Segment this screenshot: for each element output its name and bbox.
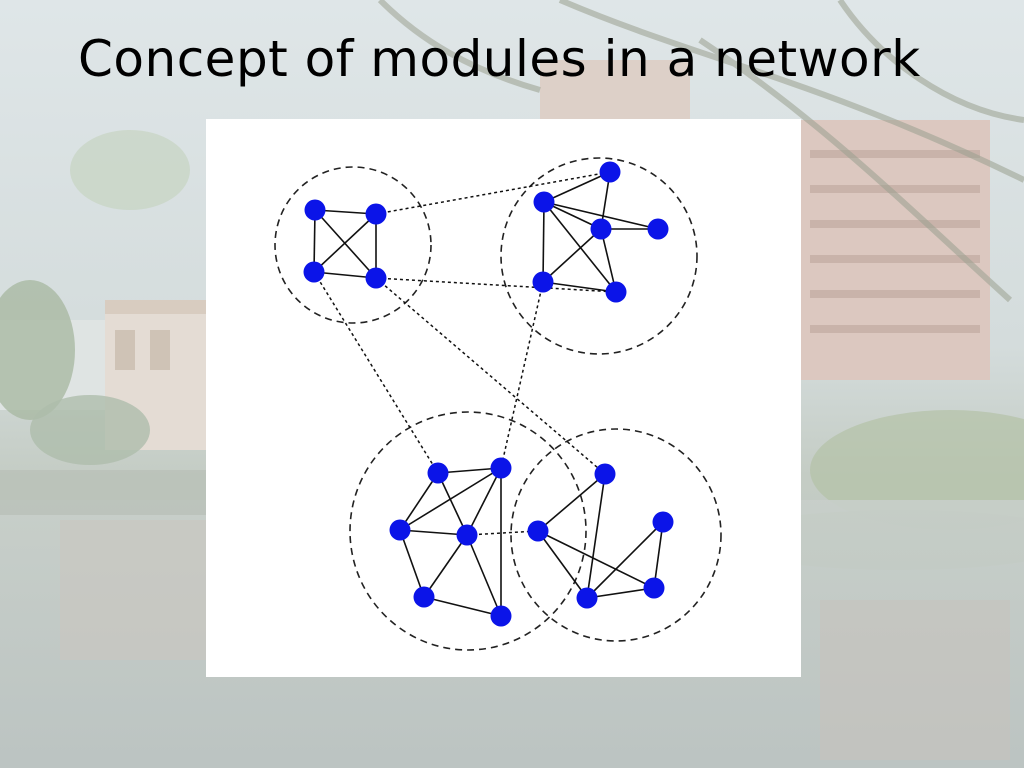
- intra-module-edge: [653, 521, 664, 589]
- intra-module-edge: [399, 467, 502, 531]
- node-d2: [527, 520, 549, 542]
- intra-module-edge: [399, 529, 425, 598]
- intra-module-edge: [543, 201, 617, 293]
- node-c3: [389, 519, 411, 541]
- intra-module-edge: [586, 473, 606, 599]
- module-top-left-boundary: [274, 166, 432, 324]
- intra-module-edge: [586, 521, 664, 599]
- node-d3: [652, 511, 674, 533]
- intra-module-edge: [542, 228, 602, 283]
- inter-module-edge: [500, 281, 544, 469]
- node-b1: [599, 161, 621, 183]
- intra-module-edge: [313, 213, 377, 273]
- node-c4: [456, 524, 478, 546]
- node-d5: [643, 577, 665, 599]
- node-b2: [533, 191, 555, 213]
- intra-module-edge: [399, 529, 468, 536]
- intra-module-edge: [423, 596, 502, 617]
- intra-module-edge: [423, 534, 468, 598]
- node-a1: [304, 199, 326, 221]
- node-b5: [647, 218, 669, 240]
- intra-module-edge: [437, 472, 468, 536]
- node-a3: [303, 261, 325, 283]
- intra-module-edge: [543, 201, 659, 230]
- intra-module-edge: [586, 587, 655, 599]
- intra-module-edge: [314, 209, 377, 279]
- node-b3: [532, 271, 554, 293]
- network-diagram: [274, 157, 722, 651]
- node-b6: [605, 281, 627, 303]
- module-bottom-left-boundary: [349, 411, 587, 651]
- node-c5: [413, 586, 435, 608]
- node-d4: [576, 587, 598, 609]
- diagram-panel: [206, 119, 801, 677]
- node-a2: [365, 203, 387, 225]
- node-b4: [590, 218, 612, 240]
- module-top-right-boundary: [500, 157, 698, 355]
- intra-module-edge: [437, 467, 502, 474]
- node-c2: [490, 457, 512, 479]
- inter-module-edge: [313, 271, 439, 474]
- slide-title: Concept of modules in a network: [78, 30, 921, 88]
- intra-module-edge: [600, 228, 617, 293]
- inter-module-edge: [375, 277, 617, 293]
- inter-module-edge: [375, 277, 606, 475]
- intra-module-edge: [537, 530, 655, 589]
- node-d1: [594, 463, 616, 485]
- intra-module-edge: [399, 472, 439, 531]
- node-c6: [490, 605, 512, 627]
- intra-module-edge: [537, 473, 606, 532]
- intra-module-edge: [543, 201, 602, 230]
- inter-module-edge: [375, 171, 611, 215]
- node-a4: [365, 267, 387, 289]
- intra-module-edge: [537, 530, 588, 599]
- intra-module-edge: [542, 201, 545, 283]
- intra-module-edge: [466, 467, 502, 536]
- intra-module-edge: [466, 534, 502, 617]
- intra-module-edge: [543, 171, 611, 203]
- node-c1: [427, 462, 449, 484]
- inter-module-edge: [466, 530, 539, 536]
- intra-module-edge: [542, 281, 617, 293]
- module-bottom-right-boundary: [510, 428, 722, 642]
